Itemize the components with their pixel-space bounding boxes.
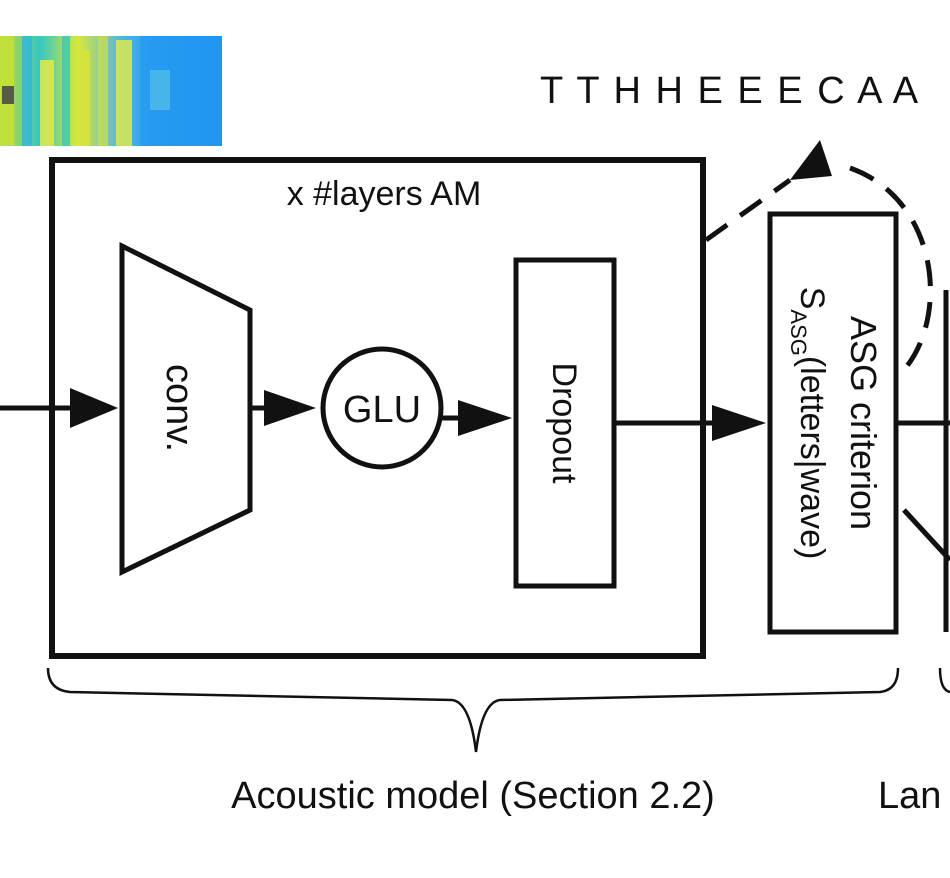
asg-criterion-box (767, 211, 899, 635)
asg-title: ASG criterion (843, 316, 884, 530)
input-arrow (0, 388, 118, 428)
acoustic-model-brace (46, 667, 900, 753)
glu-to-dropout-arrow (442, 400, 512, 436)
right-edge-connectors (898, 290, 950, 632)
asg-formula: SASG(letters|wave) (786, 287, 831, 560)
output-sequence: T T H H E E E C A A (540, 70, 920, 112)
conv-layer-shape (119, 241, 253, 576)
asg-args: (letters|wave) (793, 356, 831, 559)
acoustic-model-caption: Acoustic model (Section 2.2) (231, 775, 715, 817)
asg-criterion-text: ASG criterion SASG(letters|wave) (786, 287, 884, 560)
language-model-brace-fragment (938, 667, 950, 694)
conv-label: conv. (158, 364, 200, 452)
language-model-caption-cut: Lan (878, 775, 941, 817)
asg-s-letter: S (793, 287, 831, 310)
dropout-label: Dropout (545, 363, 583, 485)
glu-node (320, 346, 444, 470)
glu-label: GLU (343, 389, 421, 431)
am-block-title: x #layers AM (287, 175, 482, 213)
spectrogram-image (0, 36, 222, 146)
dashed-output-arrow (704, 140, 933, 374)
conv-to-glu-arrow (252, 390, 316, 426)
dropout-to-asg-arrow (614, 405, 766, 441)
asg-subscript: ASG (786, 309, 811, 355)
